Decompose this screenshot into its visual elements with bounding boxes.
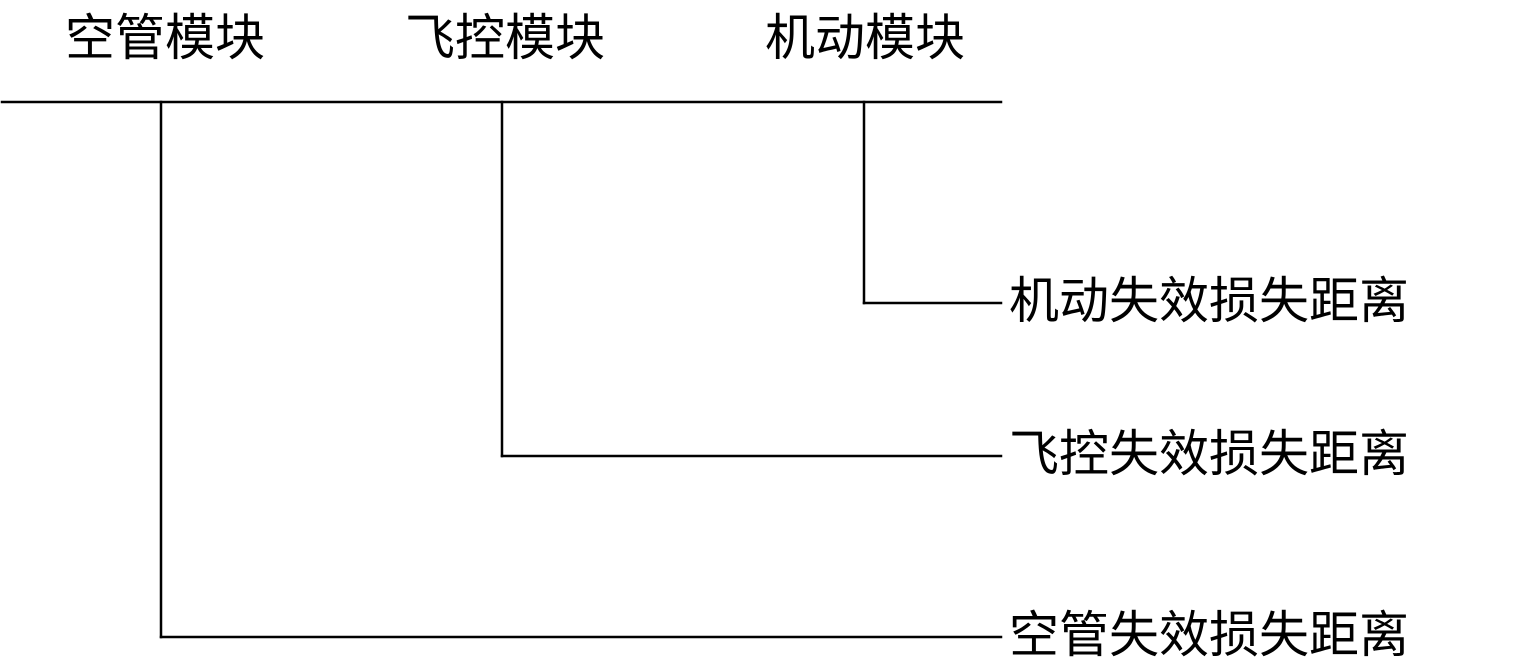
module-label-flight-control: 飞控模块 <box>405 9 605 67</box>
module-label-maneuver: 机动模块 <box>765 9 965 67</box>
output-label-air-traffic-control-failure-loss-distance: 空管失效损失距离 <box>1009 606 1409 663</box>
module-label-air-traffic-control: 空管模块 <box>65 9 265 67</box>
output-label-maneuver-failure-loss-distance: 机动失效损失距离 <box>1009 272 1409 330</box>
output-label-flight-control-failure-loss-distance: 飞控失效损失距离 <box>1009 425 1409 483</box>
